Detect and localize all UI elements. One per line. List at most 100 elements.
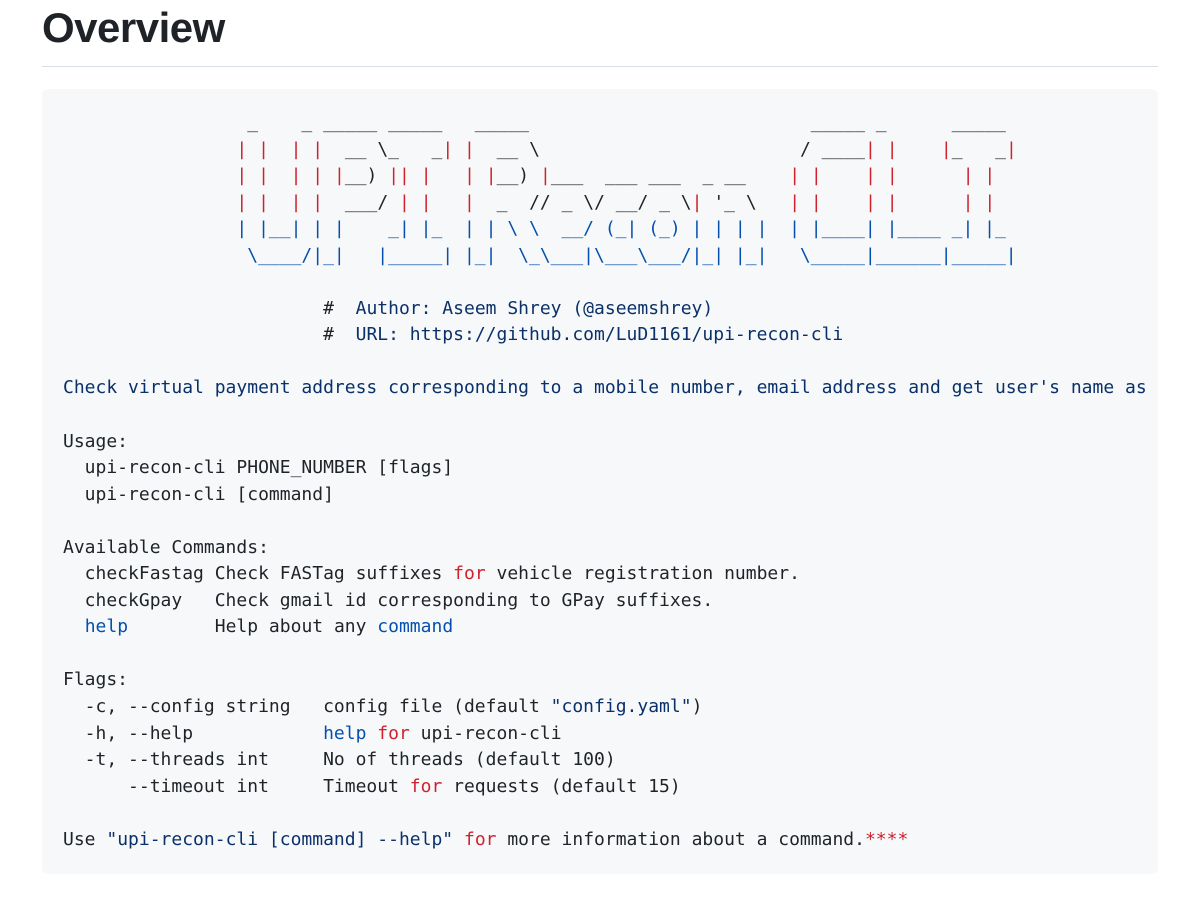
code-token: Available Commands:	[63, 536, 269, 558]
ascii-art-segment: |	[290, 191, 302, 213]
code-token: help	[323, 722, 367, 744]
ascii-art-segment	[63, 192, 236, 213]
code-token: -t, --threads int No of threads (default…	[63, 749, 616, 771]
ascii-art-segment	[247, 192, 258, 213]
ascii-art-segment: |	[312, 191, 324, 213]
ascii-art-line: | |__| | | _| |_ | | \ \ __/ (_| (_) | |…	[63, 216, 1147, 243]
ascii-art-segment: _ _	[951, 138, 1006, 160]
ascii-art-segment: _ _ _____ _____ _____ _____ _ _____	[63, 112, 1017, 133]
ascii-art-segment	[898, 165, 963, 186]
ascii-art-segment: __ \ / ____	[474, 138, 866, 160]
ascii-art-segment: |	[539, 165, 551, 187]
code-token: -c, --config string config file (default	[63, 696, 551, 718]
code-line	[63, 508, 1147, 535]
code-token: more information about a command.	[496, 828, 865, 850]
ascii-art-segment	[876, 165, 887, 186]
page-title: Overview	[42, 4, 225, 51]
code-block: _ _ _____ _____ _____ _____ _ _____ | | …	[42, 89, 1158, 874]
ascii-art-segment: |	[886, 191, 898, 213]
code-line	[63, 641, 1147, 668]
ascii-art-segment	[63, 165, 236, 186]
code-line: --timeout int Timeout for requests (defa…	[63, 774, 1147, 801]
code-token: for	[463, 828, 497, 850]
code-line: Available Commands:	[63, 535, 1147, 562]
code-token: upi-recon-cli [command]	[63, 483, 334, 505]
ascii-art-segment: \____/|_| |_____| |_| \_\___|\___\___/|_…	[63, 244, 1017, 266]
code-token: vehicle registration number.	[485, 563, 800, 585]
ascii-art-segment: |	[464, 138, 475, 160]
code-token: upi-recon-cli PHONE_NUMBER [flags]	[63, 457, 454, 479]
code-line: Check virtual payment address correspond…	[63, 375, 1147, 402]
ascii-art-segment: |	[962, 165, 974, 187]
ascii-art-segment	[822, 192, 865, 213]
ascii-art-line: _ _ _____ _____ _____ _____ _ _____	[63, 110, 1147, 137]
ascii-art-segment	[269, 139, 291, 160]
code-token: --timeout int Timeout	[63, 775, 410, 797]
ascii-art-segment: |	[312, 138, 324, 160]
ascii-art-segment	[269, 192, 291, 213]
ascii-art-segment: |	[236, 138, 248, 160]
ascii-art-segment: __ \_ _	[323, 138, 443, 160]
code-token	[63, 616, 85, 637]
ascii-art-segment	[898, 139, 941, 160]
ascii-art-segment	[822, 165, 865, 186]
ascii-art-segment: |	[312, 165, 324, 187]
ascii-art-segment	[898, 192, 963, 213]
code-token: Check virtual payment address correspond…	[63, 377, 1147, 399]
code-token: for	[409, 775, 443, 797]
ascii-art-segment: |	[940, 138, 952, 160]
ascii-art-segment	[301, 192, 312, 213]
ascii-art-segment: |	[886, 138, 898, 160]
code-line	[63, 800, 1147, 827]
ascii-art-segment	[475, 165, 486, 186]
ascii-art-segment: |	[789, 191, 801, 213]
ascii-art-segment	[800, 165, 811, 186]
ascii-art-segment: |	[258, 138, 269, 160]
ascii-art-segment: ___ ___ ___ _ __	[550, 165, 790, 187]
ascii-art-segment	[973, 192, 984, 213]
ascii-art-segment: |	[789, 165, 801, 187]
ascii-art-segment: |	[984, 191, 996, 213]
code-token: Flags:	[63, 669, 129, 691]
code-token: )	[691, 696, 703, 718]
code-token: #	[63, 297, 356, 319]
ascii-art-segment: |	[236, 165, 248, 187]
ascii-art-segment	[995, 192, 1017, 213]
ascii-art-segment	[323, 165, 334, 186]
code-token: requests (default 15)	[442, 775, 681, 797]
ascii-art-segment	[410, 165, 421, 186]
ascii-art-segment: |	[485, 165, 497, 187]
ascii-art-segment	[432, 165, 465, 186]
ascii-art-segment: |	[865, 165, 876, 187]
ascii-art-line: | | | | ___/ | | | _ // _ \/ __/ _ \| '_…	[63, 190, 1147, 217]
code-token: Author: Aseem Shrey (@aseemshrey)	[355, 297, 714, 319]
ascii-art-segment: |	[1005, 138, 1017, 160]
ascii-art-segment	[974, 165, 985, 186]
ascii-art-segment: |	[691, 191, 703, 213]
code-line: # URL: https://github.com/LuD1161/upi-re…	[63, 322, 1147, 349]
heading-divider	[42, 66, 1158, 67]
ascii-art-segment	[247, 165, 258, 186]
ascii-art-segment: |	[464, 191, 475, 213]
code-token: checkGpay Check gmail id corresponding t…	[63, 589, 714, 611]
ascii-art-segment: |	[886, 165, 898, 187]
ascii-art-line: | | | | __ \_ _| | __ \ / ____| | |_ _|	[63, 137, 1147, 164]
ascii-art-segment: |	[236, 191, 248, 213]
code-token: -h, --help	[63, 722, 324, 744]
code-token: "config.yaml"	[550, 696, 692, 718]
code-line: help Help about any command	[63, 614, 1147, 641]
ascii-art-segment	[432, 192, 465, 213]
ascii-art-segment: ___/	[323, 191, 399, 213]
code-token: "upi-recon-cli [command] --help"	[106, 828, 454, 850]
ascii-art-segment	[453, 139, 464, 160]
ascii-art-line: | | | | |__) || | | |__) |___ ___ ___ _ …	[63, 163, 1147, 190]
code-line	[63, 402, 1147, 429]
ascii-art-segment: |	[399, 191, 410, 213]
ascii-art-segment	[800, 192, 811, 213]
code-line: upi-recon-cli PHONE_NUMBER [flags]	[63, 455, 1147, 482]
ascii-art-segment: |	[464, 165, 475, 187]
ascii-art-segment: |	[258, 191, 269, 213]
ascii-art-segment: |	[290, 138, 302, 160]
ascii-art-segment: |	[258, 165, 269, 187]
code-line	[63, 349, 1147, 376]
